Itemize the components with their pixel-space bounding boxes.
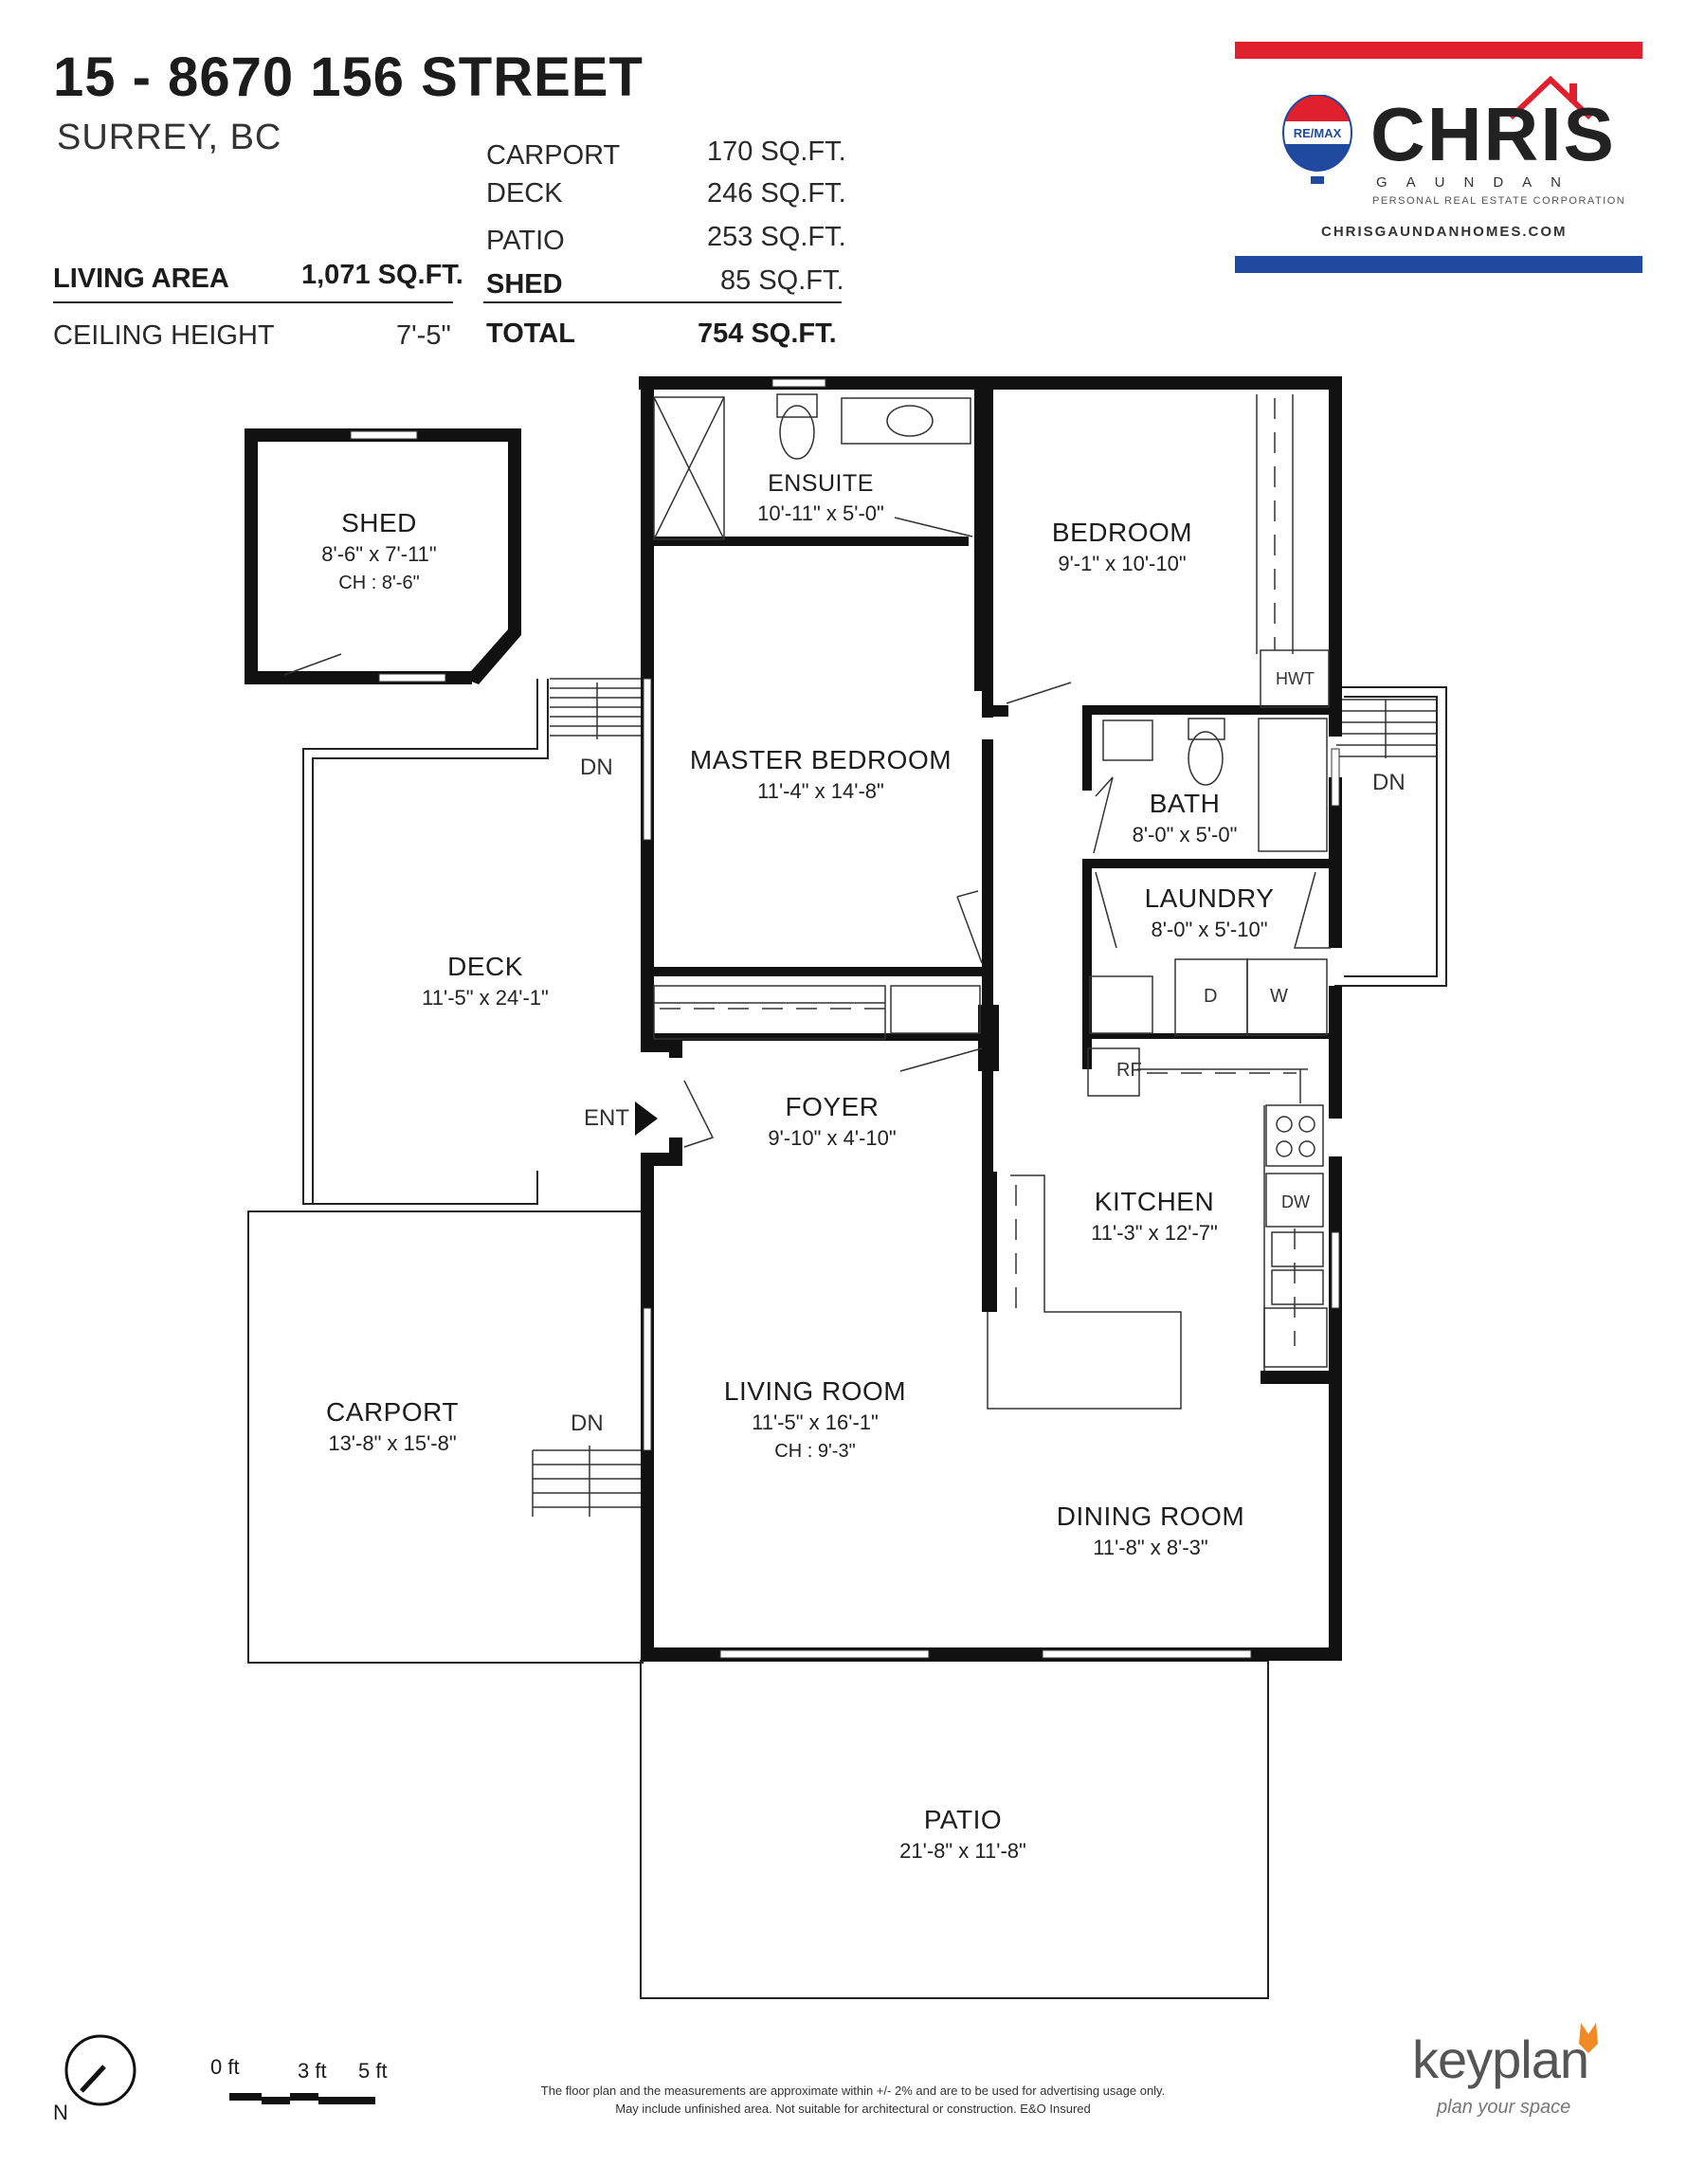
property-city: SURREY, BC [57, 118, 282, 157]
patio-area-label: PATIO [486, 226, 565, 256]
remax-balloon-icon: RE/MAX [1282, 95, 1352, 184]
property-address: 15 - 8670 156 STREET [53, 46, 644, 108]
keyplan-fox-icon [1579, 2023, 1598, 2053]
logo-name: CHRIS [1370, 92, 1616, 176]
room-patio-dims: 21'-8" x 11'-8" [899, 1839, 1026, 1863]
stairs-lower-left [532, 1446, 641, 1517]
room-master-bedroom-dims: 11'-4" x 14'-8" [757, 779, 884, 803]
room-bedroom-name: BEDROOM [1051, 518, 1193, 547]
room-patio: PATIO 21'-8" x 11'-8" [899, 1805, 1026, 1864]
room-bath-dims: 8'-0" x 5'-0" [1132, 823, 1238, 846]
room-living-ceiling: CH : 9'-3" [774, 1441, 856, 1462]
room-foyer: FOYER 9'-10" x 4'-10" [768, 1092, 896, 1151]
scale-label-5: 5 ft [358, 2059, 388, 2083]
total-area-label: TOTAL [486, 318, 575, 349]
dryer-label: D [1204, 986, 1218, 1007]
refrigerator-label: RF [1116, 1060, 1142, 1081]
room-carport-name: CARPORT [326, 1397, 459, 1427]
room-foyer-dims: 9'-10" x 4'-10" [768, 1126, 897, 1150]
logo-bottom-bar [1235, 256, 1642, 273]
room-living-dims: 11'-5" x 16'-1" [752, 1410, 879, 1434]
disclaimer-line-1: The floor plan and the measurements are … [540, 2084, 1166, 2098]
room-dining: DINING ROOM 11'-8" x 8'-3" [1057, 1502, 1244, 1560]
stairs-upper-left [550, 678, 643, 739]
disclaimer: The floor plan and the measurements are … [398, 2082, 1308, 2118]
disclaimer-line-2: May include unfinished area. Not suitabl… [615, 2102, 1091, 2116]
north-compass-icon [64, 2034, 136, 2106]
room-bedroom: BEDROOM 9'-1" x 10'-10" [1052, 518, 1192, 576]
room-laundry: LAUNDRY 8'-0" x 5'-10" [1145, 883, 1275, 942]
entry-arrow [635, 1101, 658, 1136]
house-roof-icon [1508, 75, 1593, 120]
logo-corporation: PERSONAL REAL ESTATE CORPORATION [1372, 195, 1626, 207]
room-patio-name: PATIO [923, 1805, 1003, 1834]
logo-top-bar [1235, 42, 1642, 59]
stairs-down-label-right: DN [1372, 770, 1406, 795]
room-bedroom-dims: 9'-1" x 10'-10" [1058, 552, 1187, 575]
room-kitchen-dims: 11'-3" x 12'-7" [1091, 1221, 1218, 1245]
room-kitchen: KITCHEN 11'-3" x 12'-7" [1091, 1187, 1218, 1246]
shed-area-label: SHED [486, 269, 563, 300]
room-ensuite-dims: 10'-11" x 5'-0" [757, 501, 884, 525]
keyplan-tagline: plan your space [1437, 2097, 1571, 2118]
room-living-name: LIVING ROOM [723, 1376, 907, 1406]
room-shed: SHED 8'-6" x 7'-11" CH : 8'-6" [321, 508, 436, 594]
room-laundry-dims: 8'-0" x 5'-10" [1151, 918, 1268, 941]
logo-website: CHRISGAUNDANHOMES.COM [1321, 224, 1568, 240]
room-carport-dims: 13'-8" x 15'-8" [328, 1431, 457, 1455]
north-label: N [53, 2101, 68, 2124]
shed-area-value: 85 SQ.FT. [720, 265, 844, 296]
logo-surname: GAUNDAN [1376, 174, 1581, 191]
ceiling-height-label: CEILING HEIGHT [53, 320, 275, 351]
room-dining-dims: 11'-8" x 8'-3" [1093, 1536, 1208, 1559]
carport-area-value: 170 SQ.FT. [707, 136, 846, 167]
room-ensuite: ENSUITE 10'-11" x 5'-0" [757, 470, 884, 526]
room-master-bedroom: MASTER BEDROOM 11'-4" x 14'-8" [690, 745, 952, 804]
hot-water-tank-label: HWT [1276, 669, 1315, 688]
remax-text: RE/MAX [1294, 126, 1342, 140]
carport-area-label: CARPORT [486, 140, 621, 171]
room-shed-dims: 8'-6" x 7'-11" [321, 542, 437, 566]
room-kitchen-name: KITCHEN [1094, 1187, 1215, 1216]
living-area-label: LIVING AREA [53, 264, 229, 294]
living-area-value: 1,071 SQ.FT. [301, 260, 463, 290]
shed-door [283, 653, 342, 676]
room-bath-name: BATH [1149, 789, 1221, 818]
room-living: LIVING ROOM 11'-5" x 16'-1" CH : 9'-3" [724, 1376, 906, 1463]
washer-label: W [1270, 986, 1288, 1007]
living-area-rule [53, 301, 453, 303]
scale-bar [229, 2093, 375, 2104]
scale-label-3: 3 ft [298, 2059, 327, 2083]
room-master-bedroom-name: MASTER BEDROOM [689, 745, 952, 774]
deck-area-value: 246 SQ.FT. [707, 178, 846, 209]
room-carport: CARPORT 13'-8" x 15'-8" [326, 1397, 459, 1456]
room-dining-name: DINING ROOM [1056, 1502, 1245, 1531]
room-bath: BATH 8'-0" x 5'-0" [1133, 789, 1238, 847]
house-interior-walls [654, 384, 1338, 1312]
room-laundry-name: LAUNDRY [1144, 883, 1275, 913]
stairs-down-label-upper: DN [580, 755, 613, 780]
room-shed-ceiling: CH : 8'-6" [338, 573, 420, 593]
stairs-down-label-lower: DN [571, 1410, 604, 1436]
room-shed-name: SHED [341, 508, 417, 537]
total-area-value: 754 SQ.FT. [698, 318, 837, 349]
outdoor-area-rule [483, 301, 842, 303]
room-ensuite-name: ENSUITE [768, 470, 874, 497]
dishwasher-label: DW [1281, 1192, 1310, 1211]
scale-label-0: 0 ft [210, 2055, 240, 2079]
room-deck: DECK 11'-5" x 24'-1" [422, 952, 549, 1010]
room-foyer-name: FOYER [785, 1092, 880, 1121]
deck-outline [302, 679, 538, 1205]
room-deck-dims: 11'-5" x 24'-1" [422, 986, 549, 1010]
entry-label: ENT [584, 1105, 629, 1131]
patio-area-value: 253 SQ.FT. [707, 222, 846, 252]
room-deck-name: DECK [447, 952, 523, 981]
stairs-right [1336, 699, 1437, 758]
deck-area-label: DECK [486, 178, 563, 209]
keyplan-logo: keyplan [1412, 2029, 1589, 2089]
ceiling-height-value: 7'-5" [396, 320, 451, 351]
